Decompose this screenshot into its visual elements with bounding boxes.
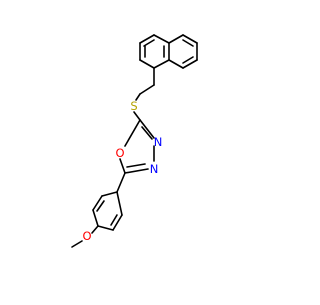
bond <box>124 168 149 174</box>
bond <box>168 59 184 69</box>
bond <box>101 191 118 197</box>
bond <box>153 34 170 44</box>
bond-inner <box>110 214 118 226</box>
sulfur-label: S <box>130 99 137 113</box>
bond <box>124 119 141 147</box>
bond <box>92 195 103 211</box>
bond <box>97 225 114 231</box>
bond <box>119 158 126 174</box>
methoxy-oxygen-label: O <box>82 229 91 243</box>
bonds <box>71 34 198 248</box>
bond <box>153 59 170 69</box>
molecule-diagram: S O N N O <box>0 0 300 300</box>
bond-to-s <box>135 93 141 101</box>
bond-s-c <box>133 111 141 121</box>
bond-o-ch3 <box>71 240 83 248</box>
bond <box>139 119 155 139</box>
bond <box>182 34 198 44</box>
nitrogen-upper-label: N <box>154 135 163 149</box>
ring-oxygen-label: O <box>115 146 124 160</box>
structure-svg: S O N N O <box>0 0 300 300</box>
bond-inner <box>182 56 194 64</box>
bond <box>168 34 184 44</box>
bond <box>139 84 155 95</box>
nitrogen-lower-label: N <box>150 162 159 176</box>
bond <box>139 59 155 69</box>
bond-to-o <box>91 225 99 234</box>
bond <box>116 172 126 193</box>
bond-inner <box>143 39 155 47</box>
bond <box>116 191 123 216</box>
bond-inner <box>182 39 194 47</box>
bond-inner <box>96 200 105 212</box>
bond <box>92 209 99 227</box>
bond <box>139 34 155 44</box>
bond-inner <box>141 126 153 140</box>
atom-labels: S O N N O <box>82 99 162 243</box>
background <box>0 0 300 300</box>
bond-inner <box>126 163 146 168</box>
bond <box>182 59 198 69</box>
bond <box>112 214 123 231</box>
